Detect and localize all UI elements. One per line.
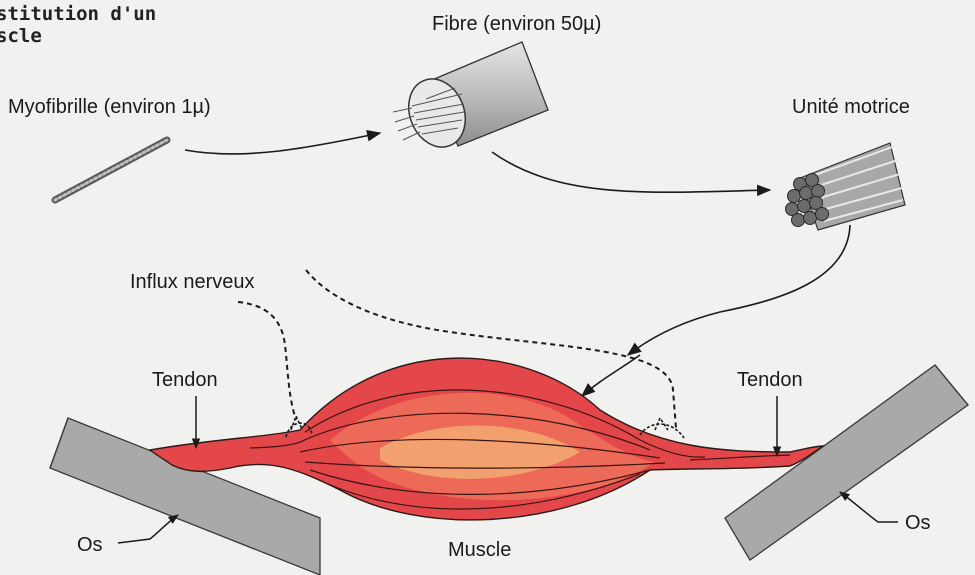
tendon-right-label: Tendon: [737, 369, 803, 391]
os-left-label: Os: [77, 534, 103, 556]
os-right-label: Os: [905, 512, 931, 534]
myofibrille-label: Myofibrille (environ 1µ): [8, 96, 211, 118]
fibre-cylinder: [393, 42, 548, 156]
arrow-unite-to-muscle-upper: [628, 225, 850, 355]
unite-motrice-label: Unité motrice: [792, 96, 910, 118]
arrow-unite-to-muscle-lower: [582, 355, 640, 396]
influx-nerveux-label: Influx nerveux: [130, 271, 255, 293]
arrow-fibre-to-unite: [492, 152, 770, 192]
muscle-label: Muscle: [448, 539, 511, 561]
myofibril-strand: [55, 140, 167, 200]
fibre-label: Fibre (environ 50µ): [432, 13, 601, 35]
title-line-2: scle: [0, 25, 42, 47]
arrow-myofibrille-to-fibre: [185, 133, 380, 154]
os-left-pointer: [118, 515, 178, 543]
motor-unit-bundle: [786, 143, 906, 230]
nerve-path-left: [238, 302, 296, 420]
tendon-left-label: Tendon: [152, 369, 218, 391]
os-right-pointer: [840, 492, 898, 522]
title-line-1: stitution d'un: [0, 3, 156, 25]
